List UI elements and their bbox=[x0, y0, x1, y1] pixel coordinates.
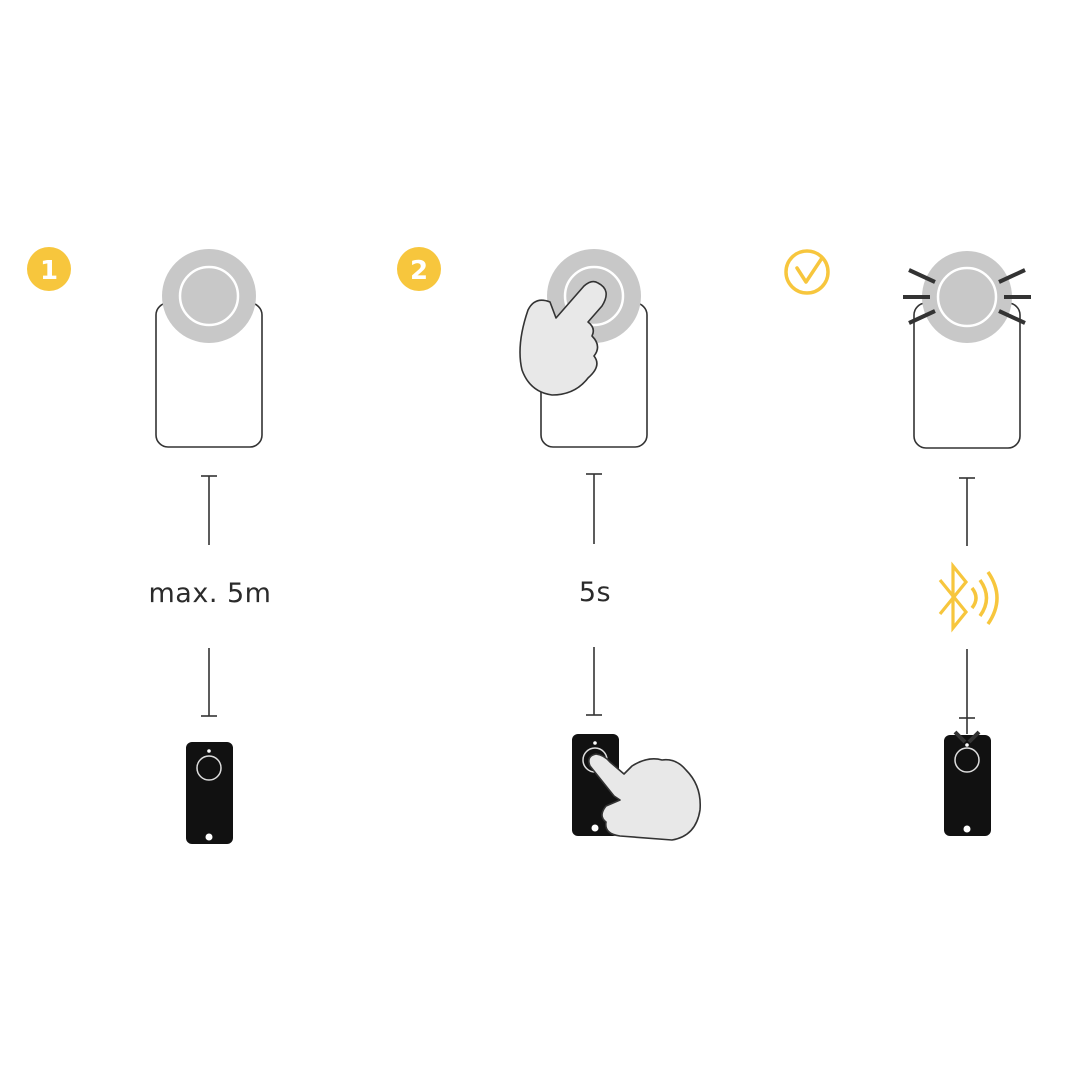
checkmark-badge-icon bbox=[784, 249, 830, 295]
bluetooth-icon bbox=[938, 561, 999, 633]
step-2: 2 bbox=[397, 247, 702, 841]
distance-indicator bbox=[201, 475, 217, 717]
duration-indicator bbox=[586, 473, 602, 716]
smart-lock-icon bbox=[155, 249, 263, 448]
step-1: 1 bbox=[27, 247, 263, 844]
step-1-caption: max. 5m bbox=[148, 578, 272, 609]
step-1-badge: 1 bbox=[27, 247, 71, 291]
smart-lock-icon bbox=[913, 251, 1021, 449]
svg-text:2: 2 bbox=[410, 256, 428, 286]
connection-line bbox=[959, 477, 975, 734]
hand-pressing-fob-icon bbox=[588, 753, 702, 841]
step-2-caption: 5s bbox=[578, 577, 612, 608]
flash-rays-icon bbox=[903, 268, 1031, 325]
svg-text:1: 1 bbox=[40, 256, 58, 286]
hand-pressing-lock-icon bbox=[519, 280, 607, 396]
step-2-badge: 2 bbox=[397, 247, 441, 291]
key-fob-icon bbox=[186, 742, 233, 844]
key-fob-icon bbox=[944, 730, 991, 836]
step-3 bbox=[784, 249, 1031, 836]
